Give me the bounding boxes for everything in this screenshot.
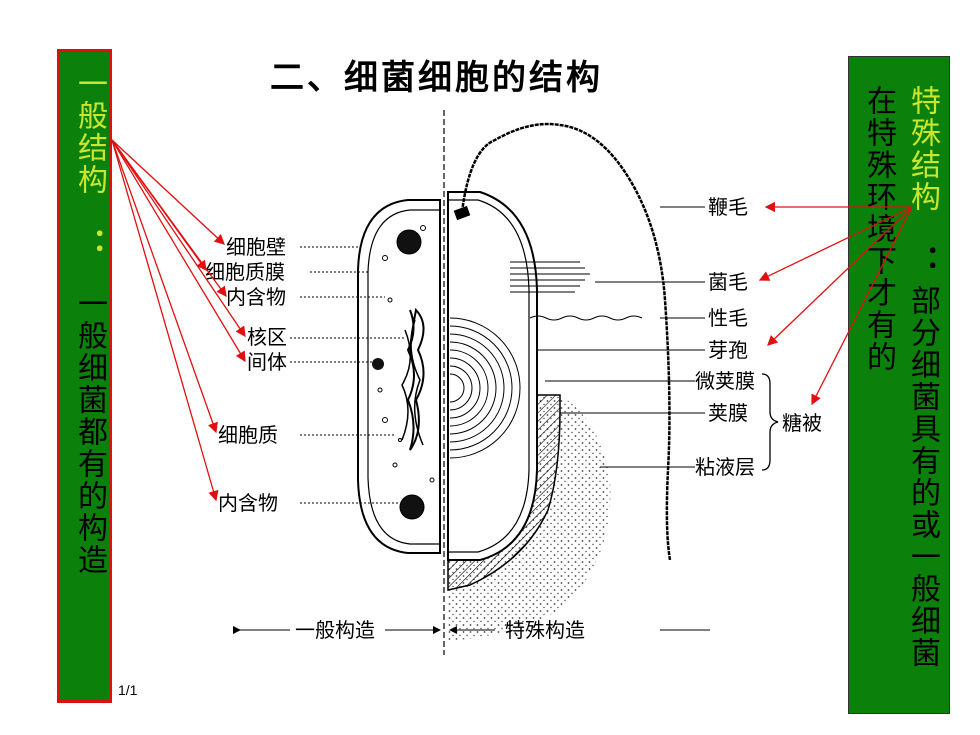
nucleoid-strands xyxy=(401,319,424,446)
right-cell-inner-wall xyxy=(447,199,530,553)
label-spore: 芽孢 xyxy=(708,338,748,362)
axis-special-structure: 特殊构造 xyxy=(505,618,585,642)
right-cell-half xyxy=(447,191,538,561)
general-structure-panel: 一般结构 ： 一般细菌都有的构造 xyxy=(57,49,112,703)
label-slime-layer: 粘液层 xyxy=(695,455,755,479)
label-sex-pilus: 性毛 xyxy=(708,306,748,330)
right-leader-lines xyxy=(537,206,705,468)
label-cell-wall: 细胞壁 xyxy=(226,235,286,259)
label-mesosome: 间体 xyxy=(247,350,287,374)
spore-arcs xyxy=(449,317,521,459)
pili-lines xyxy=(510,261,590,293)
label-nucleoid: 核区 xyxy=(247,325,287,349)
label-microcapsule: 微荚膜 xyxy=(695,369,755,393)
special-structure-colon: ： xyxy=(905,245,940,277)
general-structure-colon: ： xyxy=(72,228,107,260)
inclusion-body-top xyxy=(396,229,422,255)
general-structure-heading: 一般结构 xyxy=(72,68,107,196)
page-number: 1/1 xyxy=(118,682,138,698)
left-cell-membrane xyxy=(367,209,441,545)
special-structure-panel: 在特殊环境下才有的 特殊结构 ： 部分细菌具有的或一般细菌 xyxy=(848,56,950,714)
flagellum xyxy=(460,122,672,561)
inclusion-body-bottom xyxy=(399,494,425,520)
label-capsule: 荚膜 xyxy=(708,401,748,425)
label-cell-membrane: 细胞质膜 xyxy=(205,260,285,284)
left-cell-wall xyxy=(357,199,441,554)
glycocalyx-brace xyxy=(761,373,779,471)
label-pili: 菌毛 xyxy=(708,270,748,294)
label-glycocalyx: 糖被 xyxy=(782,411,822,435)
special-structure-description: 部分细菌具有的或一般细菌 xyxy=(905,285,940,669)
special-structure-arrows xyxy=(758,201,913,406)
label-flagellum: 鞭毛 xyxy=(708,195,748,219)
general-structure-arrows xyxy=(111,139,246,502)
special-structure-heading: 特殊结构 xyxy=(905,85,940,213)
label-inclusion-1: 内含物 xyxy=(226,285,286,309)
sex-pilus xyxy=(529,315,643,321)
mesosome xyxy=(372,358,384,370)
page-title: 二、细菌细胞的结构 xyxy=(270,58,603,98)
label-inclusion-2: 内含物 xyxy=(218,491,278,515)
general-structure-description: 一般细菌都有的构造 xyxy=(72,288,107,576)
label-cytoplasm: 细胞质 xyxy=(218,423,278,447)
cytoplasm-vesicles xyxy=(377,225,435,483)
left-leader-lines xyxy=(290,246,405,504)
flagellum-base xyxy=(453,205,471,221)
axis-general-structure: 一般构造 xyxy=(295,618,375,642)
